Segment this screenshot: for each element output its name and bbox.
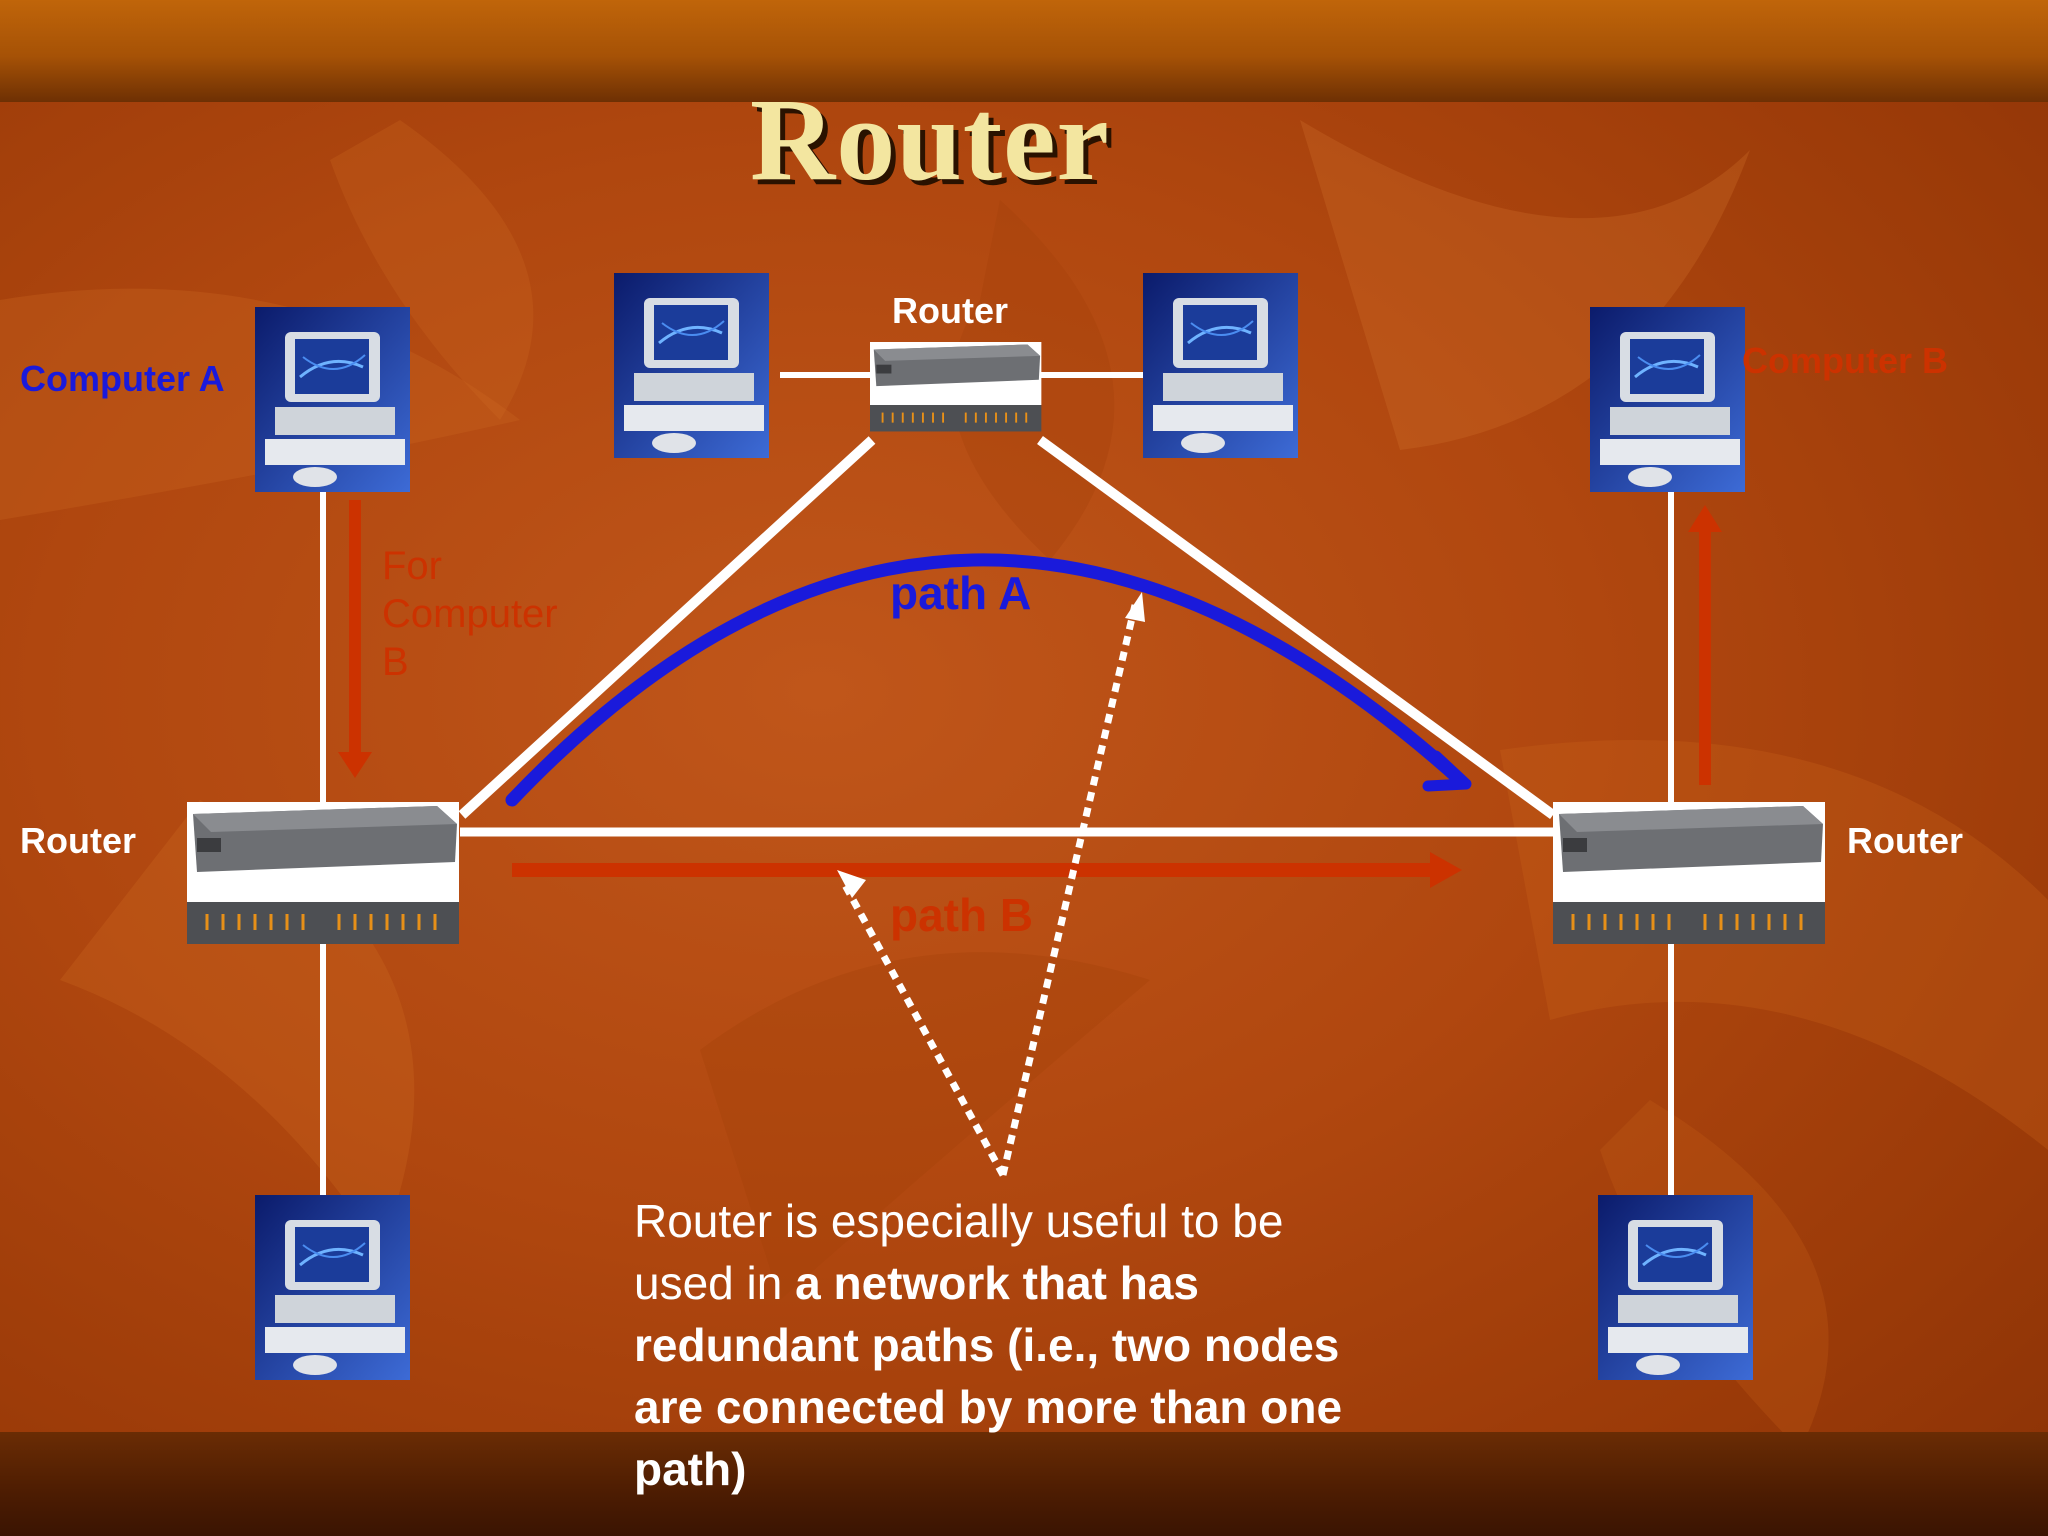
for-computer-b-label: For Computer B xyxy=(382,542,558,686)
caption-normal: Router is especially useful to be used i… xyxy=(634,1195,1284,1309)
router-icon xyxy=(1551,800,1827,946)
path-b-label: path B xyxy=(890,889,1034,941)
router-label-left: Router xyxy=(20,820,136,861)
up-arrowhead xyxy=(1688,505,1722,532)
down-arrowhead xyxy=(338,752,372,778)
computer-icon xyxy=(1588,305,1747,494)
computer-a-label: Computer A xyxy=(20,358,225,399)
slide-title: Router xyxy=(750,74,1110,205)
b-line: B xyxy=(382,640,409,684)
path-b-arrowhead xyxy=(1430,852,1462,888)
router-icon xyxy=(185,800,461,946)
computer-b-label: Computer B xyxy=(1742,340,1948,381)
for-line: For xyxy=(382,544,442,588)
computer-icon xyxy=(253,1193,412,1382)
router-label-right: Router xyxy=(1847,820,1963,861)
router-label-top: Router xyxy=(892,290,1008,331)
caption-text: Router is especially useful to be used i… xyxy=(634,1190,1394,1500)
pointer-arrows xyxy=(841,604,1139,1177)
computer-icon xyxy=(253,305,412,494)
computer-line: Computer xyxy=(382,592,558,636)
path-a-arrow xyxy=(505,553,1467,807)
computer-icon xyxy=(612,271,771,460)
bottom-banner xyxy=(0,1432,2048,1536)
router-icon xyxy=(869,341,1043,433)
caption-bold: a network that has redundant paths (i.e.… xyxy=(634,1257,1343,1495)
path-a-arrowhead xyxy=(1422,750,1472,792)
path-a-label: path A xyxy=(890,567,1032,619)
computer-icon xyxy=(1141,271,1300,460)
top-banner xyxy=(0,0,2048,102)
computer-icon xyxy=(1596,1193,1755,1382)
